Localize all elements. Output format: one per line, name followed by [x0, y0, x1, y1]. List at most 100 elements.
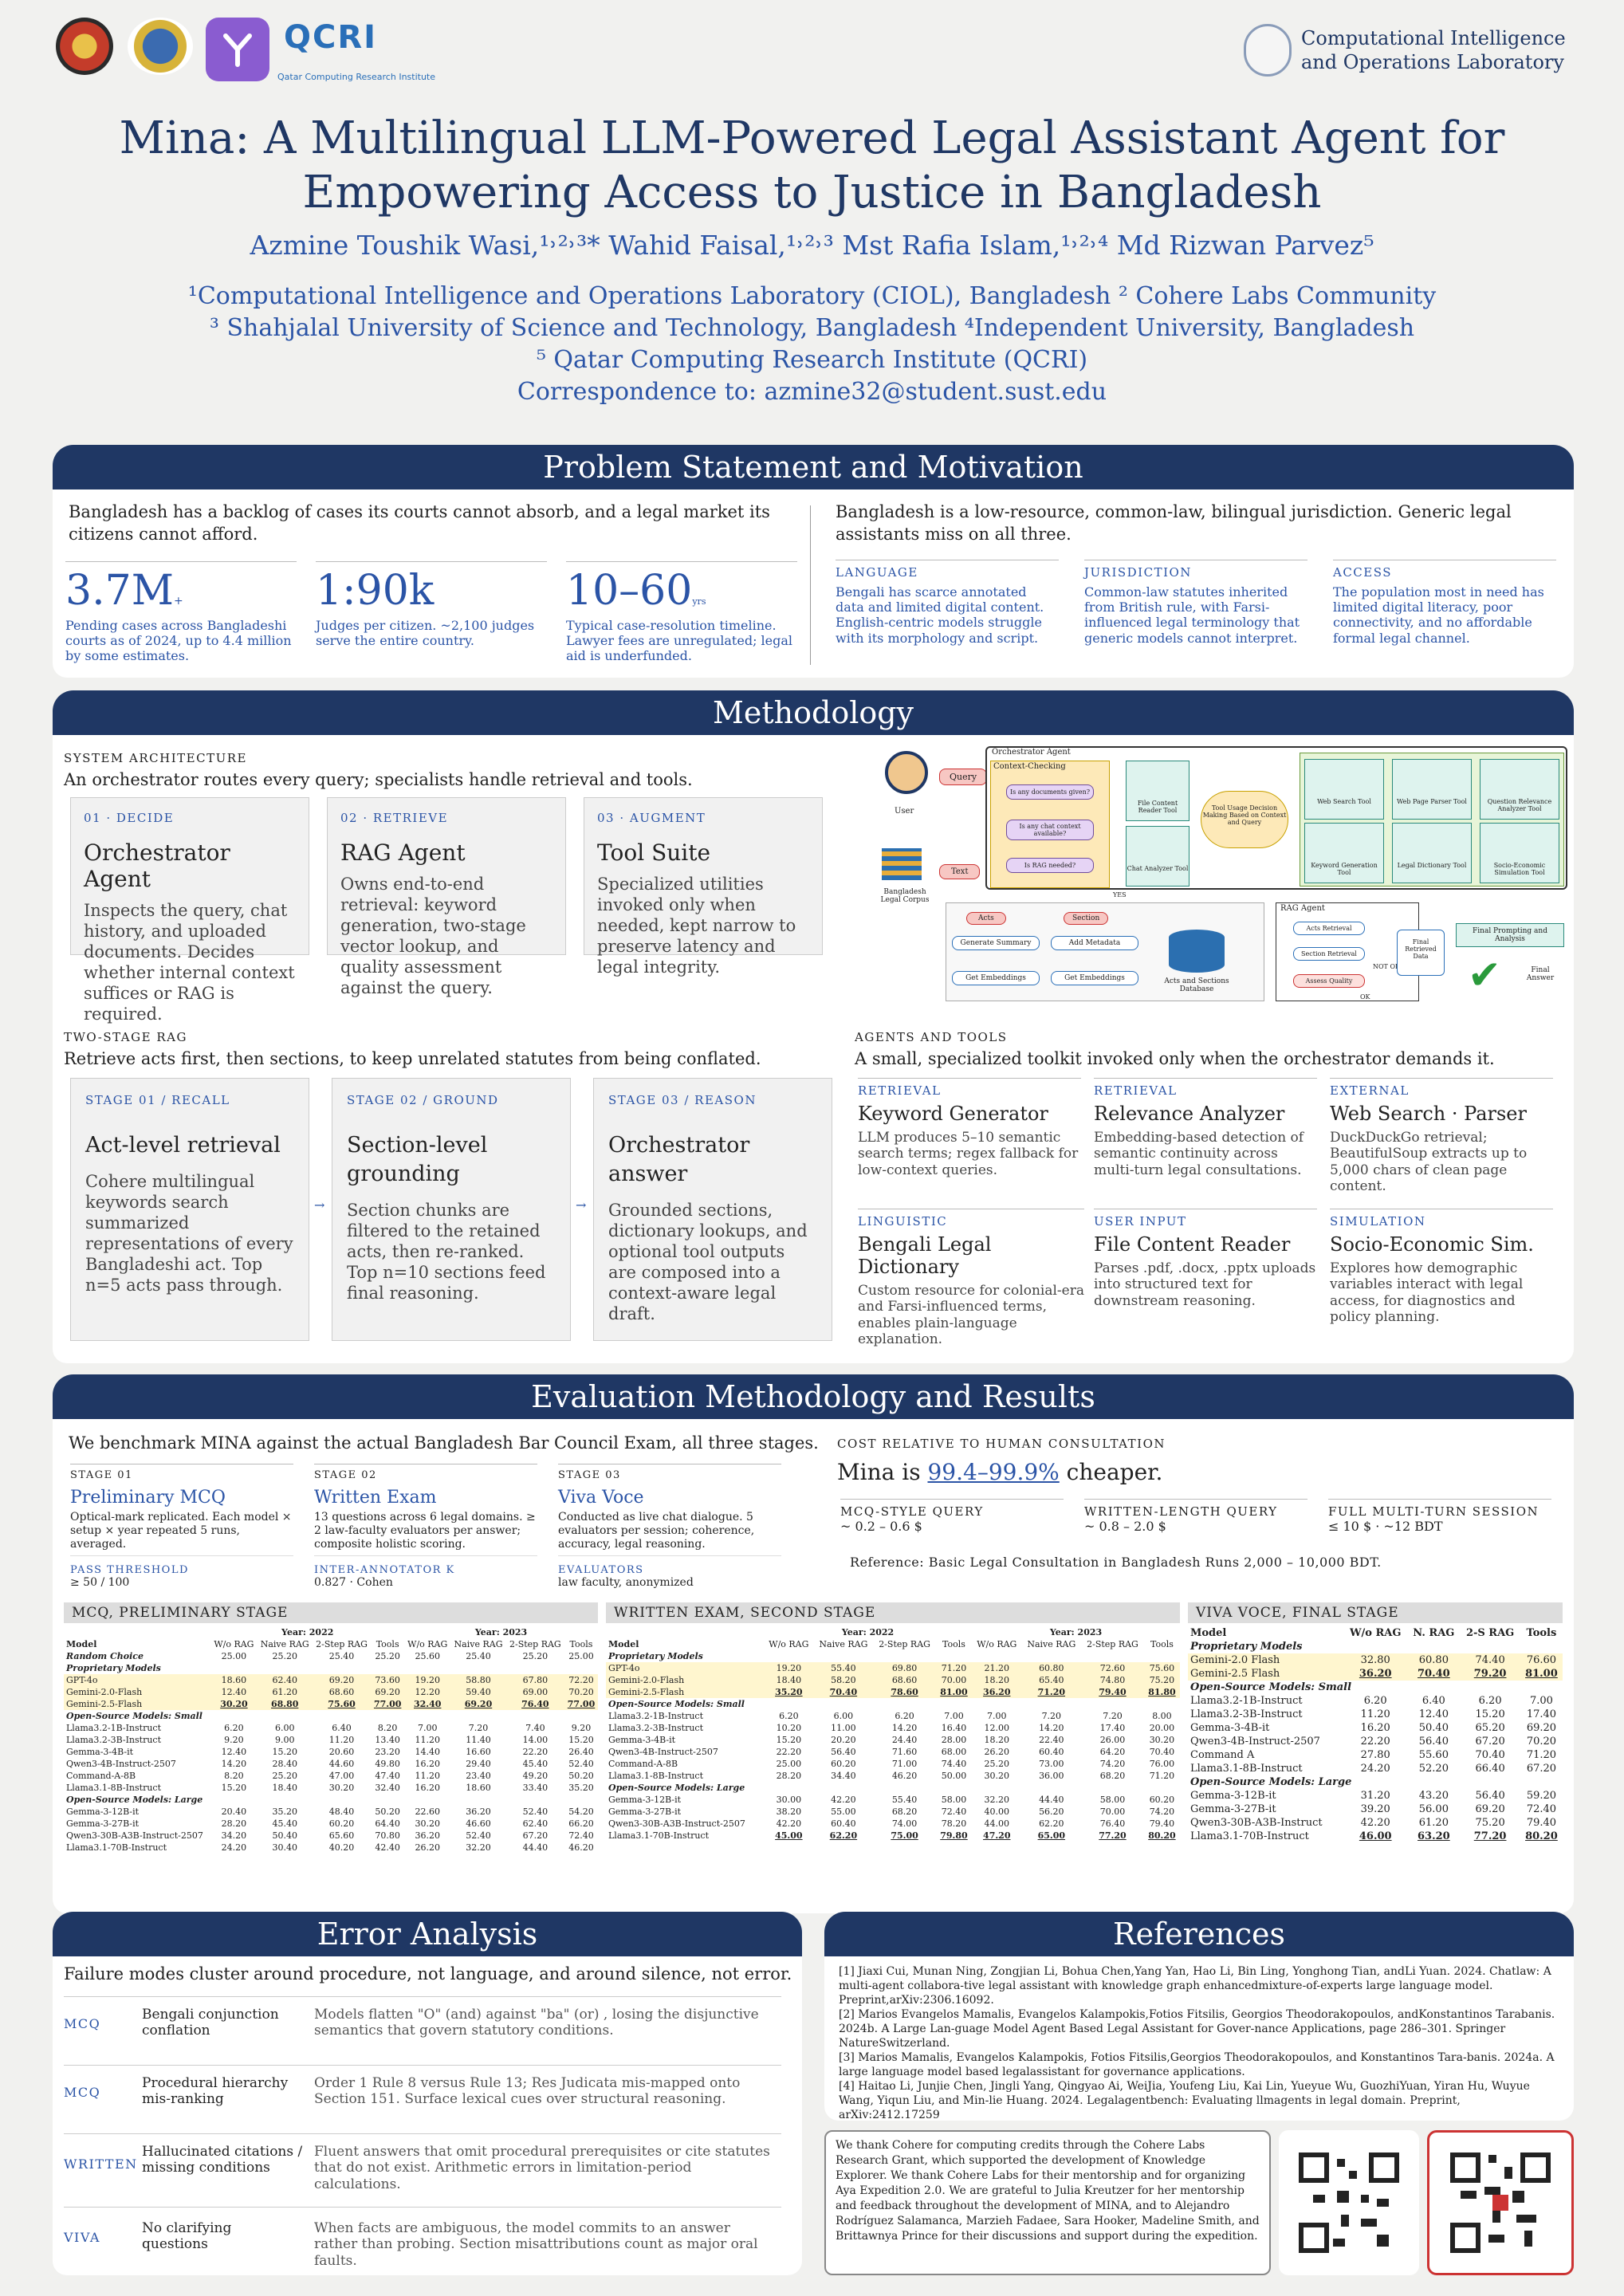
cost-session-value: ≤ 10 $ · ~12 BDT: [1328, 1519, 1443, 1534]
diagram-corpus-icon: [882, 848, 922, 880]
table-cell: 71.00: [891, 1759, 918, 1769]
table-cell: 32.80: [1343, 1653, 1408, 1667]
eval-stage-2-sublabel: INTER-ANNOTATOR κ: [314, 1564, 455, 1577]
model-name: Llama3.2-1B-Instruct: [1190, 1695, 1303, 1707]
error-4-text: When facts are ambiguous, the model comm…: [314, 2220, 758, 2269]
table-cell: 69.20: [312, 1674, 372, 1686]
table-cell: 8.00: [1152, 1711, 1172, 1721]
col-header: 2-Step RAG: [509, 1639, 561, 1649]
table-cell: 68.20: [1099, 1771, 1126, 1781]
table-cell: 52.40: [466, 1830, 491, 1841]
affiliation-1: ¹Computational Intelligence and Operatio…: [187, 282, 1437, 310]
table-cell: 50.20: [375, 1807, 400, 1817]
section-label: Open-Source Models: Large: [1190, 1776, 1352, 1788]
mcq-year-1: Year: 2022: [281, 1627, 334, 1637]
tool-4-cat: LINGUISTIC: [858, 1214, 948, 1229]
table-cell: 6.20: [1363, 1695, 1387, 1707]
table-cell: 74.20: [1099, 1759, 1126, 1769]
table-cell: 58.00: [1099, 1795, 1126, 1805]
table-cell: 62.40: [257, 1674, 313, 1686]
qr-icon: [1450, 2152, 1551, 2253]
table-cell: 74.00: [891, 1818, 918, 1829]
tool-5-name: File Content Reader: [1094, 1233, 1291, 1256]
table-cell: 60.20: [328, 1818, 355, 1829]
model-name: Gemma-3-12B-it: [66, 1807, 140, 1817]
diagram-rag-label: RAG Agent: [1280, 904, 1325, 913]
agent-card-orchestrator: 01 · DECIDE Orchestrator Agent Inspects …: [70, 797, 309, 1024]
tool-1-cat: RETRIEVAL: [858, 1083, 942, 1098]
stat-3-suffix: yrs: [692, 596, 706, 607]
table-cell: 10.20: [776, 1723, 802, 1733]
model-name: Gemma-3-4B-it: [1190, 1722, 1270, 1734]
table-section-row: Open-Source Models: Large: [64, 1794, 598, 1806]
evaluation-panel: We benchmark MINA against the actual Ban…: [53, 1419, 1574, 1913]
logo-university-1: [56, 18, 113, 75]
cost-headline: Mina is 99.4–99.9% cheaper.: [837, 1459, 1162, 1485]
model-name: Llama3.1-8B-Instruct: [1190, 1763, 1303, 1775]
table-cell: 46.20: [568, 1842, 594, 1853]
cost-session: FULL MULTI-TURN SESSION ≤ 10 $ · ~12 BDT: [1328, 1499, 1551, 1534]
model-name: Gemini-2.5-Flash: [606, 1686, 765, 1698]
table-cell: 16.40: [941, 1723, 967, 1733]
table-cell: 11.20: [415, 1735, 440, 1745]
table-cell: 15.20: [221, 1783, 247, 1793]
table-cell: 71.20: [935, 1662, 972, 1674]
model-name: Gemma-3-27B-it: [1190, 1803, 1276, 1815]
tool-file-reader: USER INPUT File Content Reader Parses .p…: [1094, 1209, 1317, 1309]
col-header: Naive RAG: [260, 1639, 309, 1649]
affiliations: ¹Computational Intelligence and Operatio…: [0, 281, 1624, 408]
table-cell: 44.40: [1039, 1795, 1064, 1805]
table-cell: 25.20: [272, 1651, 297, 1661]
table-cell: 34.40: [831, 1771, 856, 1781]
table-cell: 28.20: [776, 1771, 802, 1781]
table-cell: 65.00: [1037, 1830, 1066, 1841]
ciol-name-2: and Operations Laboratory: [1301, 51, 1564, 73]
model-name: Gemini-2.0 Flash: [1188, 1653, 1344, 1667]
table-cell: 11.20: [415, 1771, 440, 1781]
cost-written: WRITTEN-LENGTH QUERY ~ 0.8 – 2.0 $: [1084, 1499, 1307, 1534]
tool-2-cat: RETRIEVAL: [1094, 1083, 1178, 1098]
agent-1-step: 01 · DECIDE: [84, 811, 175, 825]
agent-3-text: Specialized utilities invoked only when …: [597, 875, 796, 977]
table-cell: 54.20: [568, 1807, 594, 1817]
written-table-title: WRITTEN EXAM, SECOND STAGE: [606, 1602, 1180, 1623]
table-cell: 66.40: [1475, 1763, 1505, 1775]
error-1-text: Models flatten "O" (and) against "ba" (o…: [314, 2007, 759, 2039]
diagram-sim-tool: Socio-Economic Simulation Tool: [1480, 823, 1559, 883]
table-cell: 31.20: [1360, 1790, 1390, 1802]
table-cell: 19.20: [764, 1662, 814, 1674]
table-cell: 78.60: [873, 1686, 936, 1698]
error-2-tag: MCQ: [64, 2085, 101, 2100]
table-cell: 76.40: [1099, 1818, 1126, 1829]
table-cell: 81.00: [1520, 1667, 1563, 1681]
table-cell: 70.20: [1526, 1736, 1557, 1748]
table-cell: 7.00: [944, 1711, 964, 1721]
table-cell: 56.00: [1418, 1803, 1449, 1815]
table-cell: 58.80: [450, 1674, 506, 1686]
sys-arch-label: SYSTEM ARCHITECTURE: [64, 751, 247, 765]
tool-3-text: DuckDuckGo retrieval; BeautifulSoup extr…: [1330, 1130, 1528, 1195]
table-cell: 56.20: [1039, 1807, 1064, 1817]
table-cell: 18.20: [984, 1735, 1010, 1745]
model-name: Gemma-3-4B-it: [66, 1747, 134, 1757]
section-label: Open-Source Models: Small: [66, 1711, 203, 1721]
eval-stage-2-text: 13 questions across 6 legal domains. ≥ 2…: [314, 1511, 536, 1551]
cost-session-label: FULL MULTI-TURN SESSION: [1328, 1504, 1539, 1519]
authors: Azmine Toushik Wasi,¹˒²˒³* Wahid Faisal,…: [250, 230, 1374, 261]
error-3-text: Fluent answers that omit procedural prer…: [314, 2144, 770, 2192]
table-cell: 70.00: [935, 1674, 972, 1686]
col-header: W/o RAG: [407, 1639, 448, 1649]
tool-socio-economic: SIMULATION Socio-Economic Sim. Explores …: [1330, 1209, 1553, 1326]
table-cell: 20.60: [328, 1747, 355, 1757]
cost-mcq-value: ~ 0.2 – 0.6 $: [840, 1519, 922, 1534]
